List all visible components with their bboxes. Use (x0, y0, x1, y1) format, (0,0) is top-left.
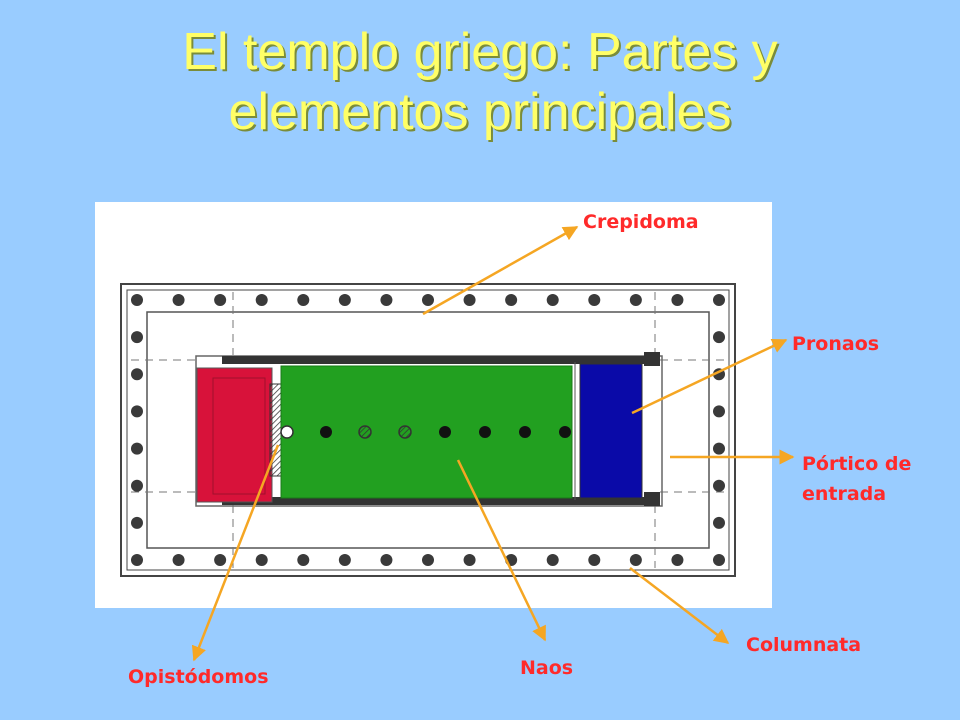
peristyle-column (214, 554, 227, 566)
title-line-2: elementos principales (228, 83, 732, 141)
peristyle-column (131, 294, 143, 306)
peristyle-column (131, 516, 143, 529)
crepidoma-outline (120, 283, 736, 577)
peristyle-column (380, 294, 393, 306)
peristyle-column (629, 294, 642, 306)
label-columnata: Columnata (746, 634, 862, 656)
peristyle-column (713, 554, 725, 566)
opistodomos-inner-outline (212, 377, 266, 495)
peristyle-column (629, 554, 642, 566)
peristyle-columns (131, 294, 725, 566)
peristyle-column (131, 554, 143, 566)
arrow-opistodomos (191, 444, 280, 662)
label-naos: Naos (520, 657, 574, 679)
peristyle-column (214, 294, 227, 306)
crepidoma-inner-outline (126, 289, 730, 571)
peristyle-column (546, 554, 559, 566)
peristyle-column (422, 294, 434, 306)
peristyle-column (380, 554, 393, 566)
interior-column (439, 426, 451, 438)
interior-column (519, 426, 531, 438)
peristyle-column (131, 442, 143, 455)
label-portico-line-1: Pórtico de (802, 453, 912, 475)
peristyle-column (172, 554, 185, 566)
peristyle-column (131, 479, 143, 492)
anta-corner (644, 352, 660, 366)
peristyle-column (671, 294, 684, 306)
interior-column (358, 425, 372, 439)
interior-column (398, 425, 412, 439)
peristyle-column (463, 554, 476, 566)
cella-wall-bottom (222, 497, 660, 505)
pronaos-area (579, 363, 643, 499)
anta-corner (644, 492, 660, 506)
peristyle-column (297, 294, 310, 306)
label-arrows (191, 225, 795, 662)
interior-column (320, 426, 332, 438)
peristyle-column (422, 554, 434, 566)
label-pronaos: Pronaos (792, 333, 880, 355)
peristyle-column (546, 294, 559, 306)
label-crepidoma: Crepidoma (583, 211, 699, 233)
interior-column (479, 426, 491, 438)
peristyle-column (713, 331, 725, 344)
peristyle-column (463, 294, 476, 306)
peristyle-column (713, 405, 725, 418)
arrow-pronaos (631, 338, 788, 415)
peristyle-column (255, 294, 268, 306)
peristyle-column (588, 294, 601, 306)
peristyle-column (255, 554, 268, 566)
peristyle-column (713, 479, 725, 492)
peristyle-column (713, 294, 725, 306)
opistodomos-area (196, 367, 273, 503)
interior-column (280, 425, 294, 439)
peristyle-column (588, 554, 601, 566)
arrow-naos (456, 459, 547, 642)
peristyle-column (713, 516, 725, 529)
guide-lines (131, 292, 726, 568)
interior-column (559, 426, 571, 438)
peristyle-column (172, 294, 185, 306)
peristyle-column (338, 294, 351, 306)
peristyle-column (297, 554, 310, 566)
title-line-1: El templo griego: Partes y (182, 23, 778, 81)
peristyle-column (131, 405, 143, 418)
peristyle-column (713, 442, 725, 455)
label-portico-line-2: entrada (802, 483, 887, 505)
peristyle-column (131, 368, 143, 381)
peristyle-column (338, 554, 351, 566)
peristyle-column (671, 554, 684, 566)
peristyle-column (505, 294, 518, 306)
arrow-columnata (629, 567, 730, 644)
cella-wall (222, 356, 660, 364)
arrow-crepidoma (422, 225, 579, 316)
peristyle-column (131, 331, 143, 344)
page-title: El templo griego: Partes y elementos pri… (0, 22, 960, 142)
label-opistodomos: Opistódomos (128, 666, 269, 688)
